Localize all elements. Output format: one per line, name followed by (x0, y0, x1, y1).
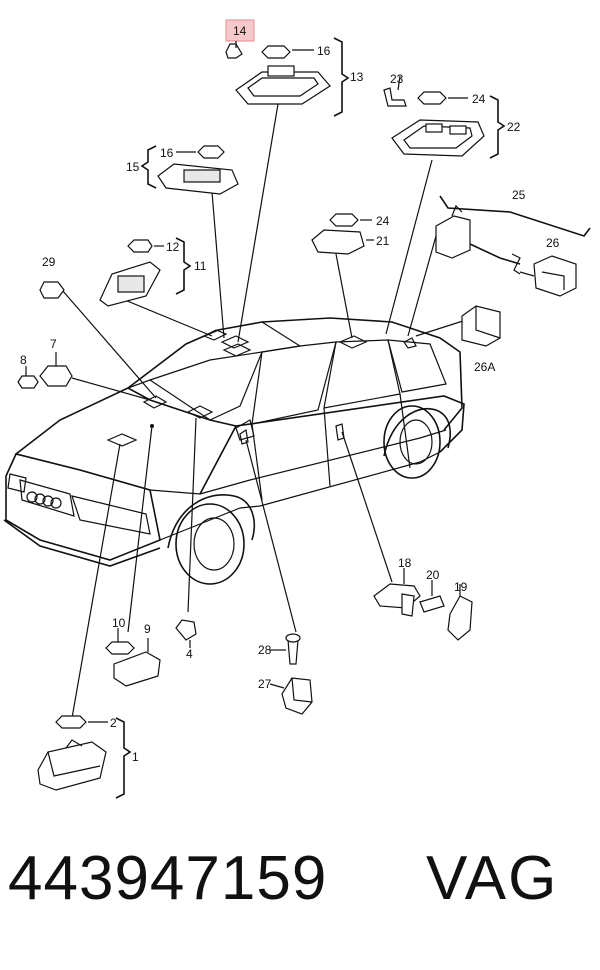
part-24-bulb-mid (329, 213, 372, 227)
part-28-screw (285, 633, 301, 665)
callout-13: 13 (350, 70, 364, 84)
callout-27: 27 (258, 677, 272, 691)
callout-11: 11 (194, 259, 207, 273)
callout-29: 29 (42, 255, 56, 269)
car-body (3, 317, 465, 585)
callout-26A: 26A (474, 360, 495, 374)
part-10-bulb (105, 628, 135, 655)
part-1-engine-bay-lamp (37, 717, 132, 799)
part-2-bulb (55, 715, 108, 729)
callout-labels: 14 16 13 23 24 22 16 15 25 24 21 26 12 1… (20, 24, 560, 764)
part-27-holder (281, 677, 313, 715)
callout-2: 2 (110, 716, 117, 730)
part-23-clip (383, 87, 407, 107)
part-26-connector (519, 255, 577, 297)
callout-10: 10 (112, 616, 126, 630)
callout-14: 14 (233, 24, 247, 38)
part-26A-module (461, 305, 501, 347)
footer: 443947159 VAG (0, 848, 600, 958)
part-21-light (311, 229, 374, 255)
part-24-bulb-right (417, 91, 468, 105)
callout-16b: 16 (160, 146, 174, 160)
callout-18: 18 (398, 556, 412, 570)
callout-26: 26 (546, 236, 560, 250)
callout-20: 20 (426, 568, 440, 582)
part-16-bulb-top (261, 45, 314, 59)
callout-1: 1 (132, 750, 139, 764)
part-15-vanity-light (140, 145, 239, 195)
callout-22: 22 (507, 120, 521, 134)
callout-7: 7 (50, 337, 57, 351)
callout-23: 23 (390, 72, 404, 86)
callout-21: 21 (376, 234, 390, 248)
callout-12: 12 (166, 240, 180, 254)
brand-label: VAG (426, 844, 559, 913)
callout-9: 9 (144, 622, 151, 636)
callout-24a: 24 (472, 92, 486, 106)
part-4-bulb (175, 619, 197, 648)
callout-25: 25 (512, 188, 526, 202)
part-9-light (113, 638, 161, 687)
callout-15: 15 (126, 160, 140, 174)
part-20-spring (419, 580, 445, 613)
callout-24b: 24 (376, 214, 390, 228)
callout-4: 4 (186, 647, 193, 661)
part-14-clip (225, 19, 255, 59)
part-11-glovebox-light (99, 237, 192, 307)
part-8-bulb (17, 366, 39, 389)
part-25-wiring-harness (435, 195, 591, 275)
callout-16a: 16 (317, 44, 331, 58)
mount-points (106, 329, 417, 447)
part-22-reading-light (391, 95, 506, 159)
part-18-door-contact (373, 568, 421, 617)
parts-diagram: 14 16 13 23 24 22 16 15 25 24 21 26 12 1… (3, 19, 591, 799)
part-7-bulb-holder (39, 352, 73, 387)
callout-8: 8 (20, 353, 27, 367)
part-16-bulb-left (176, 145, 225, 159)
part-12-bulb (127, 239, 164, 253)
part-19-contact (447, 584, 473, 641)
callout-19: 19 (454, 580, 468, 594)
part-29-bulb (39, 281, 65, 299)
callout-28: 28 (258, 643, 272, 657)
part-number: 443947159 (8, 844, 328, 913)
part-13-interior-light (235, 37, 350, 117)
leader-lines (61, 103, 467, 719)
